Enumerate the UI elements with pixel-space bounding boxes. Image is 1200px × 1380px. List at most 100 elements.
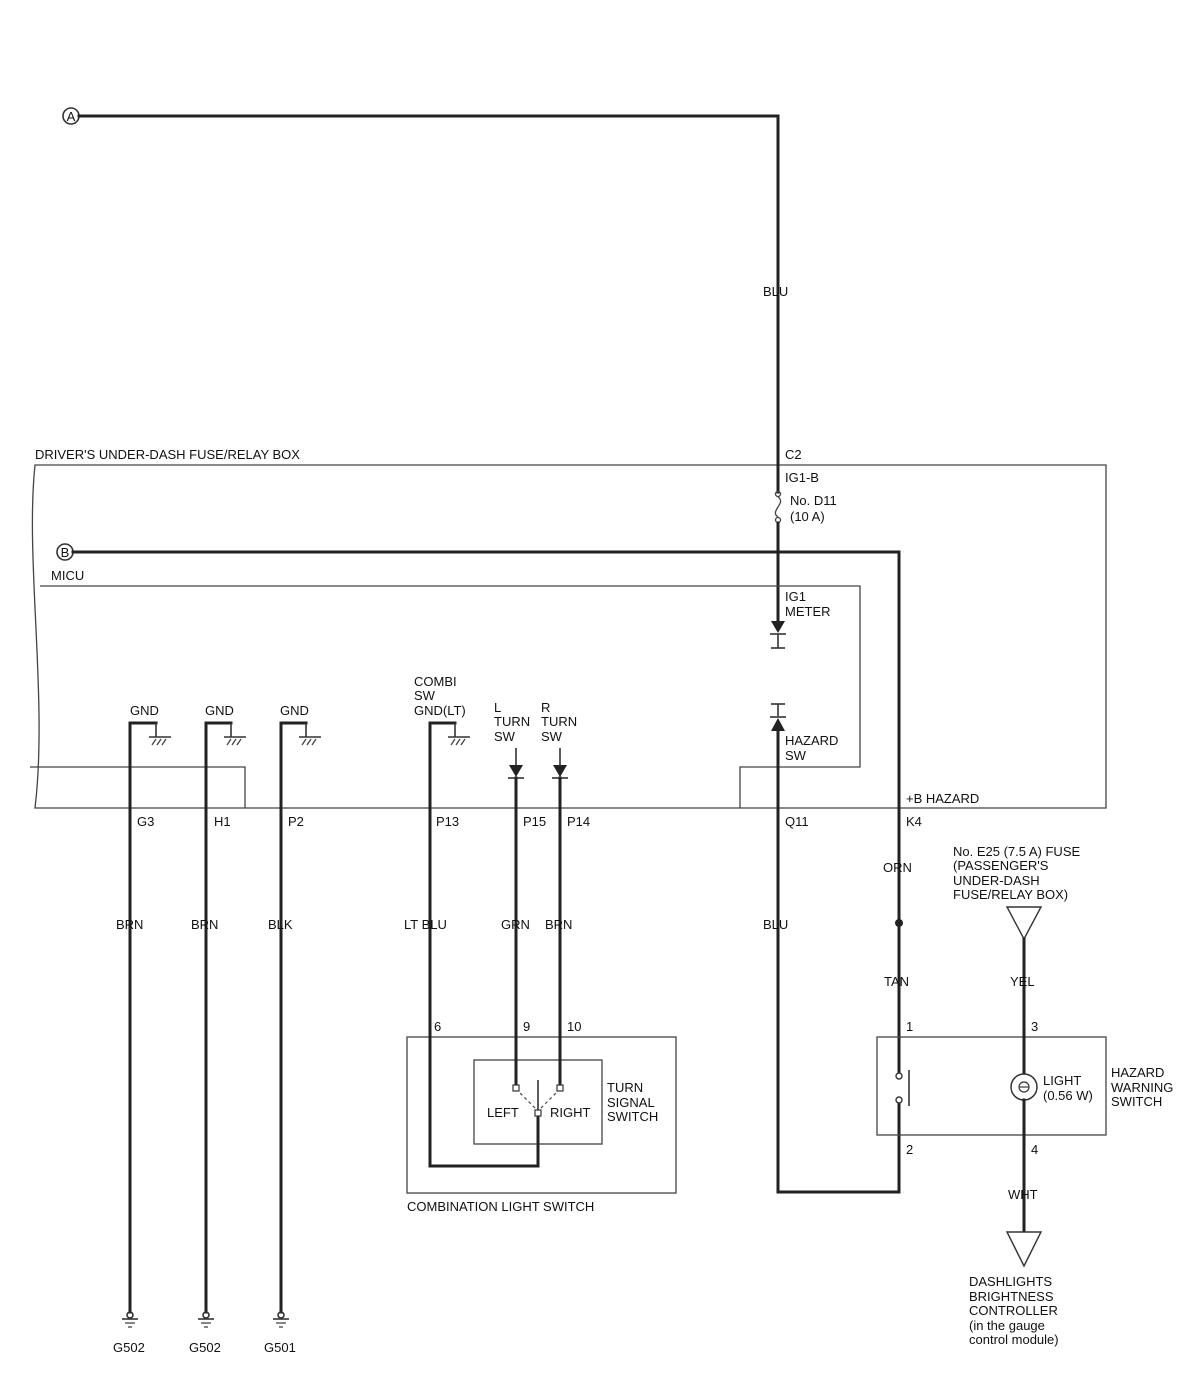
turn-signal-contacts	[512, 1080, 564, 1117]
switch-position-left: LEFT	[487, 1105, 519, 1120]
wire-label-blu-top: BLU	[763, 284, 788, 299]
fuse-e25-label-1: No. E25 (7.5 A) FUSE	[953, 844, 1080, 859]
pin-h1: H1	[214, 814, 231, 829]
gnd-p2: GND	[279, 703, 321, 746]
micu-lower-step	[30, 766, 246, 808]
combination-light-switch-label: COMBINATION LIGHT SWITCH	[407, 1199, 594, 1214]
connector-a-label: A	[67, 109, 76, 124]
l-turn-sw-label-2: TURN	[494, 714, 530, 729]
l-turn-sw-label-1: L	[494, 700, 501, 715]
pin-p2: P2	[288, 814, 304, 829]
dashlights-arrow	[1005, 1231, 1043, 1268]
connector-c2-label: C2	[785, 447, 802, 462]
wire-label-grn: GRN	[501, 917, 530, 932]
fuse-e25-label-3: UNDER-DASH	[953, 873, 1040, 888]
r-turn-sw-label-1: R	[541, 700, 550, 715]
hazard-switch-contact	[895, 1070, 910, 1106]
pin-cls-10: 10	[567, 1019, 581, 1034]
pin-cls-6: 6	[434, 1019, 441, 1034]
wire-label-brn-g3: BRN	[116, 917, 143, 932]
connector-a: A	[62, 107, 80, 125]
pin-k4: K4	[906, 814, 922, 829]
r-turn-sw-label-2: TURN	[541, 714, 577, 729]
micu-label: MICU	[51, 568, 84, 583]
ig1-meter-label-1: IG1	[785, 589, 806, 604]
wire-label-blk-p2: BLK	[268, 917, 293, 932]
ground-symbol-g501	[273, 1311, 289, 1328]
fuse-e25-label-4: FUSE/RELAY BOX)	[953, 887, 1068, 902]
wire-label-orn: ORN	[883, 860, 912, 875]
hazard-warning-switch-label-2: WARNING	[1111, 1080, 1173, 1095]
pin-hws-2: 2	[906, 1142, 913, 1157]
connector-b-label: B	[61, 545, 70, 560]
wire-blu-q11	[776, 729, 901, 1194]
wire-label-wht: WHT	[1008, 1187, 1038, 1202]
wire-label-yel: YEL	[1010, 974, 1035, 989]
gnd-combi-sw: COMBI SW GND(LT)	[414, 674, 470, 746]
wire-label-tan: TAN	[884, 974, 909, 989]
wire-label-ltblu: LT BLU	[404, 917, 447, 932]
ig1-meter-diode	[770, 621, 786, 649]
dashlights-label-5: control module)	[969, 1332, 1059, 1347]
pin-hws-4: 4	[1031, 1142, 1038, 1157]
ground-label-g502-b: G502	[189, 1340, 221, 1355]
fuse-d11	[774, 490, 782, 524]
pin-p15: P15	[523, 814, 546, 829]
connector-b: B	[56, 543, 74, 561]
ground-symbol-g502-b	[198, 1311, 214, 1328]
wire-label-brn-p14: BRN	[545, 917, 572, 932]
wire-label-brn-h1: BRN	[191, 917, 218, 932]
r-turn-sw-diode	[552, 748, 568, 779]
gnd-label-p2: GND	[280, 703, 309, 718]
dashlights-label-1: DASHLIGHTS	[969, 1274, 1052, 1289]
gnd-label-g3: GND	[130, 703, 159, 718]
pin-hws-1: 1	[906, 1019, 913, 1034]
combination-light-switch-box	[406, 1036, 677, 1194]
hazard-sw-diode	[770, 703, 786, 731]
fuse-e25-label-2: (PASSENGER'S	[953, 858, 1049, 873]
pin-p13: P13	[436, 814, 459, 829]
hazard-warning-switch-box	[876, 1036, 1107, 1136]
hazard-sw-label-1: HAZARD	[785, 733, 838, 748]
l-turn-sw-label-3: SW	[494, 729, 516, 744]
hazard-sw-label-2: SW	[785, 748, 807, 763]
dashlights-label-4: (in the gauge	[969, 1318, 1045, 1333]
dashlights-label-2: BRIGHTNESS	[969, 1289, 1054, 1304]
turn-signal-switch-label-3: SWITCH	[607, 1109, 658, 1124]
pin-cls-9: 9	[523, 1019, 530, 1034]
wire-ltblu-p13	[428, 721, 540, 1168]
turn-signal-switch-label-2: SIGNAL	[607, 1095, 655, 1110]
light-bulb-icon	[1010, 1073, 1038, 1101]
fuse-e25-arrow	[1005, 906, 1043, 941]
b-hazard-label: +B HAZARD	[906, 791, 979, 806]
fuse-d11-rating: (10 A)	[790, 509, 825, 524]
r-turn-sw-label-3: SW	[541, 729, 563, 744]
combi-sw-label-1: COMBI	[414, 674, 457, 689]
ground-label-g501: G501	[264, 1340, 296, 1355]
hazard-warning-switch-label-3: SWITCH	[1111, 1094, 1162, 1109]
pin-p14: P14	[567, 814, 590, 829]
gnd-h1: GND	[204, 703, 246, 746]
pin-q11: Q11	[785, 814, 809, 829]
combi-sw-label-3: GND(LT)	[414, 703, 466, 718]
ground-label-g502-a: G502	[113, 1340, 145, 1355]
switch-position-right: RIGHT	[550, 1105, 591, 1120]
light-label-2: (0.56 W)	[1043, 1088, 1093, 1103]
dashlights-label-3: CONTROLLER	[969, 1303, 1058, 1318]
light-label-1: LIGHT	[1043, 1073, 1081, 1088]
wire-blu-top	[77, 114, 780, 467]
fuse-relay-box-label: DRIVER'S UNDER-DASH FUSE/RELAY BOX	[35, 447, 300, 462]
wire-label-blu-q11: BLU	[763, 917, 788, 932]
ig1-meter-label-2: METER	[785, 604, 831, 619]
splice-point	[895, 919, 903, 927]
pin-g3: G3	[137, 814, 154, 829]
fuse-d11-name: No. D11	[790, 493, 837, 508]
micu-outline	[40, 585, 861, 808]
pin-hws-3: 3	[1031, 1019, 1038, 1034]
gnd-label-h1: GND	[205, 703, 234, 718]
hazard-warning-switch-label-1: HAZARD	[1111, 1065, 1164, 1080]
turn-signal-switch-label-1: TURN	[607, 1080, 643, 1095]
ground-symbol-g502-a	[122, 1311, 138, 1328]
fuse-relay-box-outline	[31, 464, 1107, 809]
